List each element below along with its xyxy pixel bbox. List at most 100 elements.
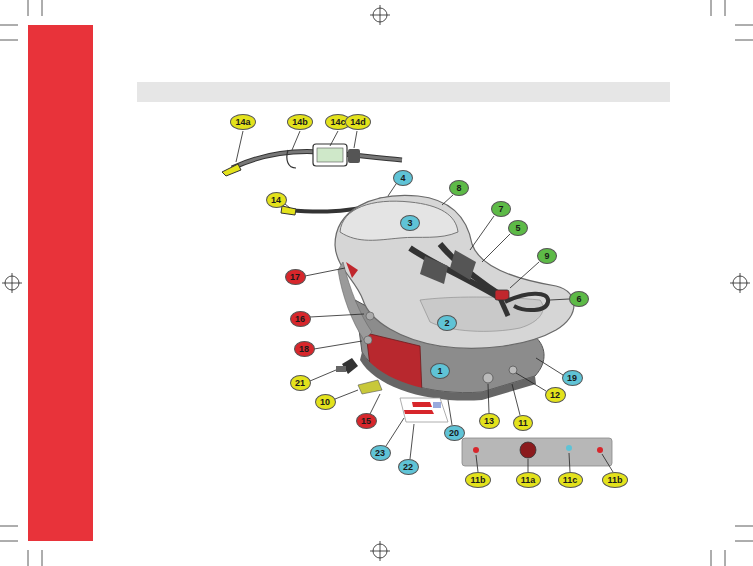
shell-side <box>338 262 372 340</box>
instruction-booklet <box>400 398 448 422</box>
callout-text: 10 <box>320 397 330 407</box>
callout-number: 13 <box>479 413 500 429</box>
callout-text: 5 <box>515 223 520 233</box>
release-button <box>509 366 517 374</box>
callout-text: 6 <box>576 294 581 304</box>
leader-line <box>442 195 453 205</box>
callout-text: 19 <box>567 373 577 383</box>
callout-text: 22 <box>403 462 413 472</box>
leader-line <box>335 390 358 399</box>
crop-mark <box>0 40 18 41</box>
leader-line <box>285 204 290 208</box>
headrest <box>340 201 458 240</box>
registration-marks <box>2 5 750 561</box>
callout-text: 14b <box>292 117 308 127</box>
crop-mark <box>735 40 753 41</box>
leader-line <box>310 314 364 317</box>
seat-shell <box>335 195 574 348</box>
leader-line <box>516 373 546 391</box>
shoulder-pad <box>420 256 448 284</box>
callout-number: 20 <box>444 425 465 441</box>
base-foot <box>360 352 536 401</box>
harness-buckle <box>495 290 509 300</box>
callout-number: 21 <box>290 375 311 391</box>
crop-mark <box>0 526 18 527</box>
leader-line <box>536 358 563 375</box>
callout-text: 18 <box>299 344 309 354</box>
callout-text: 11 <box>518 418 528 428</box>
callout-number: 11b <box>465 472 491 488</box>
callout-text: 7 <box>498 204 503 214</box>
booklet-image <box>433 402 441 408</box>
indicator-panel <box>462 438 612 466</box>
callout-text: 4 <box>400 173 405 183</box>
callout-text: 2 <box>444 318 449 328</box>
callout-text: 11a <box>521 475 536 485</box>
callout-number: 22 <box>398 459 419 475</box>
crop-mark <box>735 526 753 527</box>
leader-line <box>330 131 338 146</box>
crop-mark <box>711 0 712 16</box>
tension-indicator <box>313 144 347 166</box>
callout-number: 14d <box>345 114 371 130</box>
callout-number: 4 <box>393 170 413 186</box>
callout-text: 17 <box>290 272 300 282</box>
callout-text: 13 <box>484 416 494 426</box>
booklet-stripe <box>404 410 434 414</box>
leader-line <box>512 384 520 415</box>
leader-line <box>602 454 613 472</box>
isofix-guide <box>358 380 382 394</box>
callout-number: 14a <box>230 114 256 130</box>
callout-number: 14b <box>287 114 313 130</box>
leader-line <box>510 262 539 288</box>
tether-hook <box>281 206 296 215</box>
callout-text: 15 <box>361 416 371 426</box>
isofix-connector <box>336 366 346 372</box>
callout-text: 14d <box>350 117 366 127</box>
callout-number: 7 <box>491 201 511 217</box>
indicator-lamp <box>473 447 479 453</box>
callout-text: 23 <box>375 448 385 458</box>
callout-number: 18 <box>294 341 315 357</box>
leader-line <box>488 384 489 413</box>
crop-mark <box>42 0 43 16</box>
indicator-lamp <box>566 445 572 451</box>
crop-mark <box>725 0 726 16</box>
callout-text: 16 <box>295 314 305 324</box>
leader-line <box>550 299 569 300</box>
registration-mark <box>740 273 741 293</box>
callout-number: 16 <box>290 311 311 327</box>
callout-number: 3 <box>400 215 420 231</box>
callout-number: 14 <box>266 192 287 208</box>
leader-line <box>354 131 357 148</box>
leader-line <box>370 394 380 414</box>
header-bar <box>137 82 670 102</box>
callout-number: 23 <box>370 445 391 461</box>
indicator-button <box>520 442 536 458</box>
callout-text: 14c <box>330 117 345 127</box>
callout-text: 11c <box>563 475 578 485</box>
leader-line <box>388 184 396 196</box>
leader-line <box>386 418 404 446</box>
callout-number: 15 <box>356 413 377 429</box>
callout-text: 14 <box>271 195 281 205</box>
callout-text: 11b <box>470 475 485 485</box>
callout-text: 9 <box>544 251 549 261</box>
callout-text: 20 <box>449 428 459 438</box>
crop-mark <box>735 25 753 26</box>
callout-text: 8 <box>456 183 461 193</box>
belt-guide <box>364 336 372 344</box>
harness-strap <box>410 248 500 298</box>
callout-number: 9 <box>537 248 557 264</box>
callout-number: 11 <box>513 415 533 431</box>
crop-mark <box>0 25 18 26</box>
callout-number: 10 <box>315 394 336 410</box>
registration-mark <box>12 273 13 293</box>
leader-line <box>410 424 414 459</box>
recline-button <box>483 373 493 383</box>
leader-line <box>470 216 494 250</box>
tether-loop <box>287 150 296 168</box>
